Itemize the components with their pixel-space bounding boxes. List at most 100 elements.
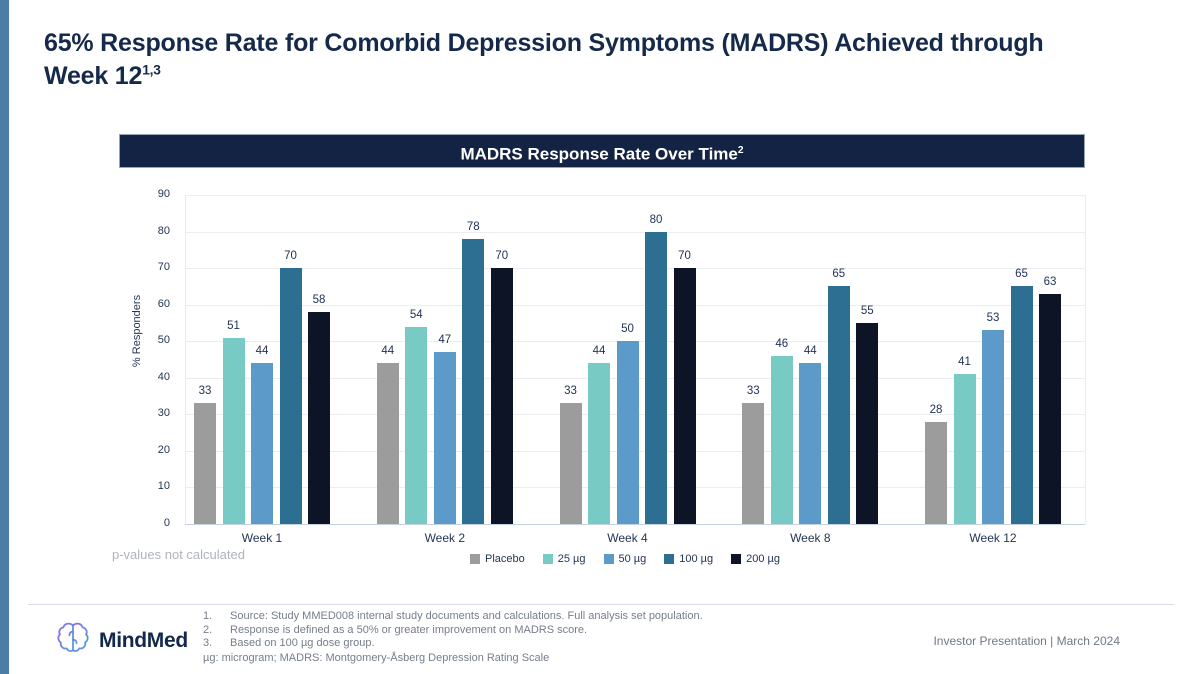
footnote-number: 2. (203, 623, 213, 636)
bar-placebo-week-1 (194, 403, 216, 524)
plot-right-edge (1085, 195, 1086, 524)
bar-value-label: 33 (198, 385, 212, 398)
legend-item-placebo: Placebo (469, 553, 525, 565)
bar-value-label: 46 (775, 337, 789, 350)
footnote-text: Response is defined as a 50% or greater … (230, 623, 588, 636)
bar-25-g-week-2 (405, 326, 428, 524)
bar-value-label: 50 (621, 323, 634, 336)
bar-value-label: 70 (284, 250, 297, 263)
y-tick-label-20: 20 (157, 443, 170, 456)
bar-placebo-week-4 (559, 403, 582, 524)
legend-swatch-icon (542, 554, 553, 564)
bar-value-label: 47 (438, 334, 452, 347)
y-tick-label-10: 10 (157, 480, 170, 493)
footnote-number: 1. (203, 610, 213, 622)
bar-50-g-week-2 (433, 352, 456, 524)
bar-100-g-week-1 (279, 268, 302, 524)
x-axis-label-week-1: Week 1 (241, 531, 283, 545)
legend-swatch-icon (469, 554, 480, 564)
bar-value-label: 65 (1015, 268, 1028, 281)
x-axis-label-week-2: Week 2 (424, 531, 466, 545)
legend-item-50-g: 50 µg (603, 553, 646, 565)
bar-value-label: 33 (564, 385, 577, 398)
bar-200-g-week-1 (308, 311, 330, 524)
bar-value-label: 58 (312, 293, 326, 306)
bar-value-label: 80 (649, 213, 663, 226)
bar-200-g-week-2 (490, 268, 513, 524)
bar-50-g-week-8 (799, 363, 822, 524)
footer-presentation-label: Investor Presentation | March 2024 (933, 634, 1120, 648)
footnote-2: 2. Response is defined as a 50% or great… (203, 624, 993, 638)
bar-value-label: 51 (227, 319, 240, 332)
legend-swatch-icon (664, 554, 675, 564)
chart-title-bar: MADRS Response Rate Over Time2 (119, 134, 1085, 168)
gridline-70 (185, 268, 1085, 270)
footnote-number: 3. (203, 637, 213, 649)
page-title-line2: Week 12 (44, 61, 143, 90)
chart-title-text: MADRS Response Rate Over Time (460, 144, 738, 164)
left-accent-bar (0, 0, 9, 674)
legend-swatch-icon (731, 554, 742, 564)
footnotes: 1. Source: Study MMED008 internal study … (203, 610, 993, 665)
bar-value-label: 28 (929, 403, 943, 416)
x-axis-label-week-12: Week 12 (969, 531, 1017, 545)
bar-value-label: 44 (255, 345, 269, 358)
legend-label: 200 µg (746, 553, 780, 565)
bar-25-g-week-12 (953, 374, 976, 524)
bar-value-label: 44 (803, 345, 817, 358)
gridline-90 (185, 195, 1085, 196)
y-tick-label-90: 90 (157, 188, 170, 200)
mindmed-logo-text: MindMed (99, 628, 188, 652)
bar-50-g-week-12 (982, 330, 1004, 524)
footnote-1: 1. Source: Study MMED008 internal study … (203, 610, 993, 624)
bar-50-g-week-1 (251, 363, 273, 524)
bar-100-g-week-2 (462, 238, 485, 524)
y-tick-label-40: 40 (157, 370, 170, 383)
bar-100-g-week-12 (1010, 286, 1033, 524)
y-tick-label-50: 50 (157, 334, 170, 347)
bar-25-g-week-8 (770, 355, 793, 524)
bar-200-g-week-12 (1039, 293, 1061, 524)
bar-value-label: 44 (592, 345, 606, 358)
y-tick-label-0: 0 (163, 517, 170, 529)
bar-100-g-week-8 (827, 286, 850, 524)
mindmed-brain-icon (55, 620, 91, 661)
chart-title-superscript: 2 (737, 145, 744, 156)
bar-value-label: 41 (958, 356, 971, 369)
bar-value-label: 33 (746, 385, 760, 398)
mindmed-logo: MindMed (55, 620, 188, 661)
legend-item-200-g: 200 µg (731, 553, 780, 565)
legend-item-25-g: 25 µg (542, 553, 586, 565)
bar-value-label: 78 (466, 220, 480, 233)
chart-legend: Placebo 25 µg 50 µg 100 µg 200 µg (185, 553, 1065, 565)
page-title: 65% Response Rate for Comorbid Depressio… (44, 27, 1139, 92)
bar-placebo-week-8 (742, 403, 765, 524)
gridline-80 (185, 231, 1085, 233)
bar-50-g-week-4 (616, 341, 639, 524)
bar-25-g-week-1 (222, 337, 245, 524)
page-title-superscript: 1,3 (142, 62, 161, 78)
bar-value-label: 65 (832, 268, 846, 281)
y-tick-label-60: 60 (157, 297, 170, 310)
bar-value-label: 44 (381, 345, 395, 358)
bar-100-g-week-4 (645, 231, 667, 524)
bar-value-label: 54 (409, 308, 423, 321)
bar-placebo-week-12 (925, 421, 947, 524)
abbreviation-note: µg: microgram; MADRS: Montgomery-Åsberg … (203, 651, 550, 664)
bar-value-label: 70 (495, 250, 509, 263)
y-tick-label-30: 30 (157, 407, 170, 420)
gridline-60 (185, 304, 1085, 306)
legend-label: Placebo (484, 553, 525, 565)
footnote-text: Based on 100 µg dose group. (230, 637, 375, 649)
y-tick-label-80: 80 (157, 224, 170, 237)
bar-placebo-week-2 (376, 363, 399, 524)
bar-200-g-week-4 (673, 268, 696, 524)
page-title-line1: 65% Response Rate for Comorbid Depressio… (44, 29, 1044, 57)
bar-value-label: 63 (1043, 275, 1057, 288)
x-axis-label-week-8: Week 8 (790, 531, 831, 545)
x-axis-label-week-4: Week 4 (607, 531, 648, 545)
y-axis-title: % Responders (131, 294, 143, 368)
legend-item-100-g: 100 µg (664, 553, 713, 565)
